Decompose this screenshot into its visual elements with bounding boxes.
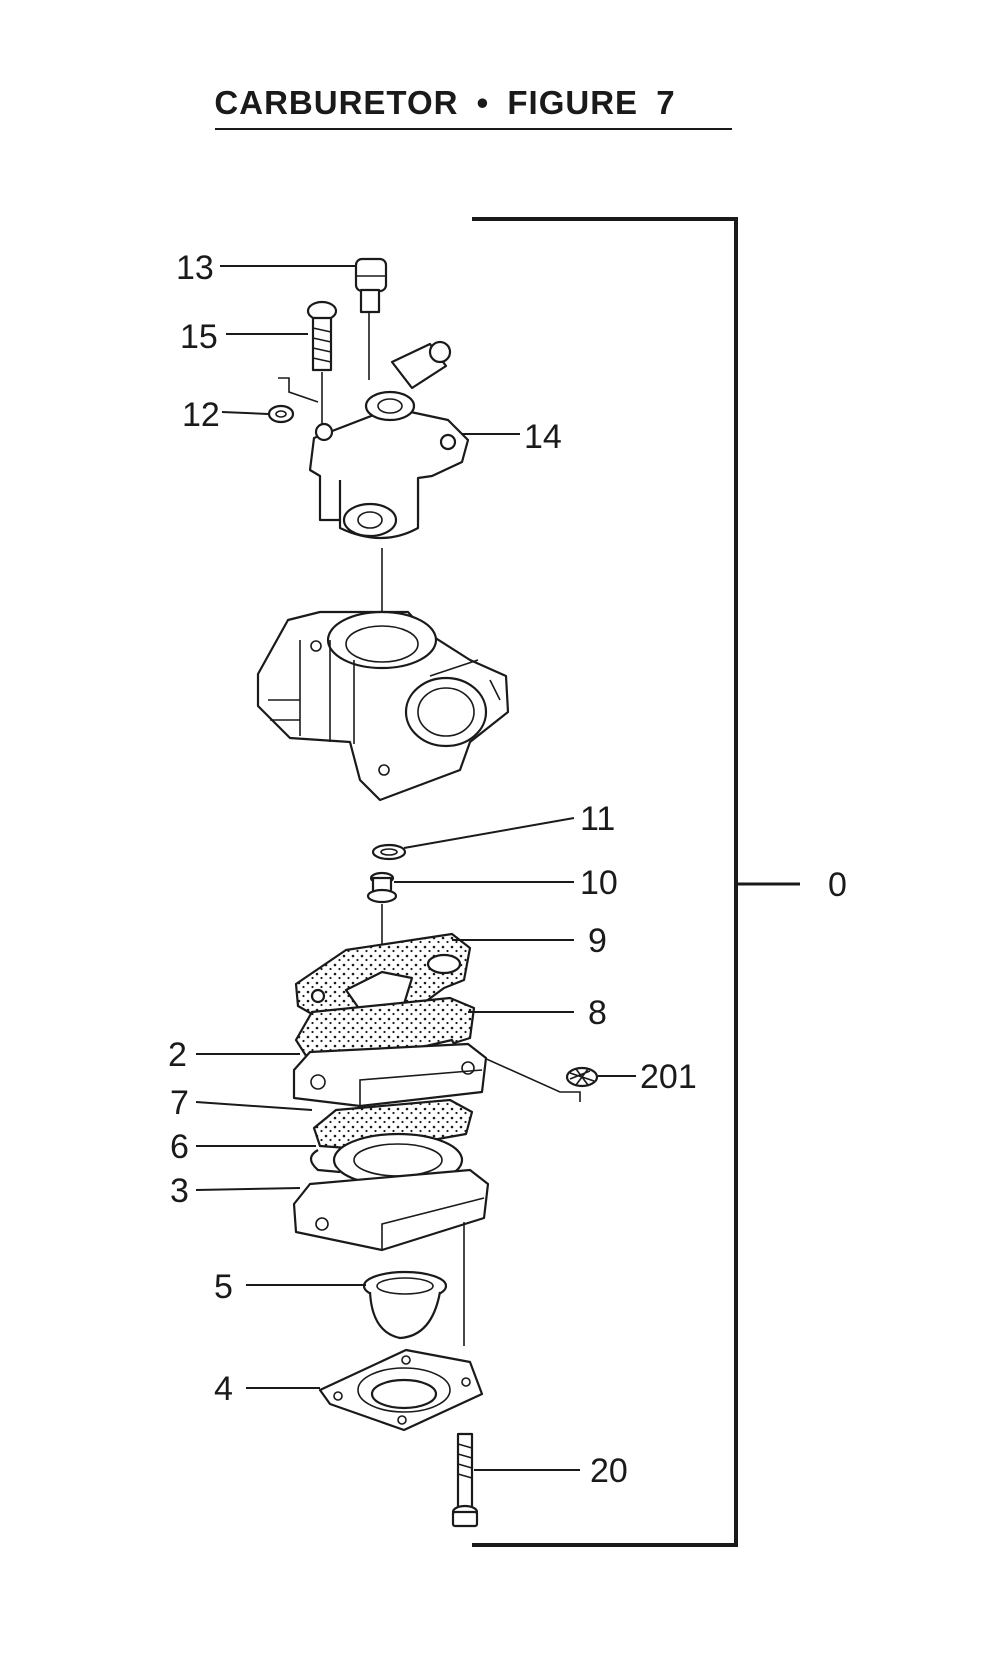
callout-labels: 13 15 12 14 11 10 0 9 8 201 2 7 6 3 5 4 …	[168, 249, 847, 1490]
callout-8: 8	[588, 994, 607, 1032]
part-3-cover-plate	[292, 1168, 490, 1346]
part-5-cup	[362, 1270, 448, 1340]
figure-title: CARBURETOR • FIGURE 7	[214, 84, 676, 121]
callout-13: 13	[176, 249, 214, 287]
callout-7: 7	[170, 1084, 189, 1122]
callout-5: 5	[214, 1268, 233, 1306]
callout-201: 201	[640, 1058, 697, 1096]
part-4-cover	[318, 1348, 484, 1432]
callout-15: 15	[180, 318, 218, 356]
part-15-screw	[306, 300, 338, 430]
assembly-bracket	[472, 217, 800, 1547]
callout-20: 20	[590, 1452, 628, 1490]
callout-10: 10	[580, 864, 618, 902]
part-12-clip	[267, 377, 319, 424]
leader-lines	[195, 265, 636, 1471]
part-2-pump-body	[292, 1042, 488, 1108]
carburetor-body	[256, 610, 510, 802]
title-underline	[215, 128, 732, 130]
part-11-o-ring	[371, 843, 407, 861]
callout-9: 9	[588, 922, 607, 960]
callout-12: 12	[182, 396, 220, 434]
part-13-adjust-cap	[354, 257, 388, 380]
callout-0: 0	[828, 866, 847, 904]
callout-4: 4	[214, 1370, 233, 1408]
part-14-cover	[308, 340, 470, 620]
callout-2: 2	[168, 1036, 187, 1074]
part-201-screen	[461, 1047, 599, 1102]
callout-6: 6	[170, 1128, 189, 1166]
callout-11: 11	[580, 800, 615, 838]
callout-3: 3	[170, 1172, 189, 1210]
part-20-screw	[451, 1432, 479, 1528]
callout-14: 14	[524, 418, 562, 456]
